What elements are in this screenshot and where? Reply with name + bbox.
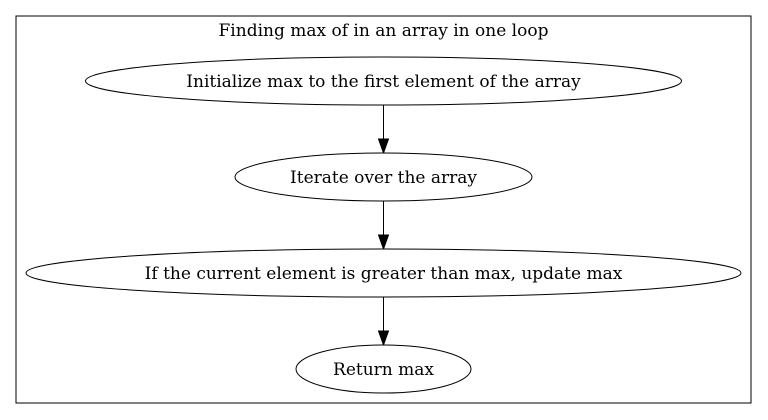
node-iterate-array: Iterate over the array [234, 152, 533, 202]
node-ellipse [234, 152, 533, 202]
node-label: Iterate over the array [290, 168, 477, 188]
node-ellipse [25, 248, 742, 298]
node-compare-update: If the current element is greater than m… [25, 248, 742, 298]
node-label: Return max [333, 360, 434, 380]
node-ellipse [85, 56, 682, 106]
arrowhead [377, 330, 390, 347]
cluster-title: Finding max of in an array in one loop [219, 21, 549, 41]
edge-compare-to-return [377, 297, 390, 347]
arrowhead [377, 138, 390, 155]
edge-init-to-iterate [377, 105, 390, 155]
node-initialize-max: Initialize max to the first element of t… [85, 56, 682, 106]
node-return-max: Return max [295, 344, 472, 394]
arrowhead [377, 234, 390, 251]
edge-iterate-to-compare [377, 201, 390, 251]
node-ellipse [295, 344, 472, 394]
node-label: Initialize max to the first element of t… [186, 72, 581, 92]
node-label: If the current element is greater than m… [145, 264, 623, 284]
